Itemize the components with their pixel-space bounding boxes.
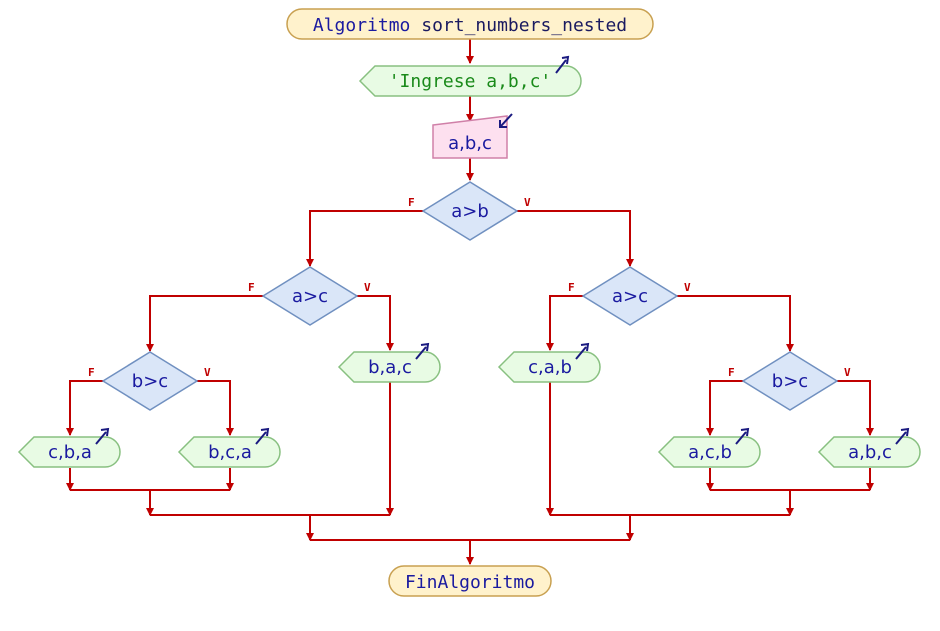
output-arrow-icon (555, 55, 570, 74)
decision-a-gt-c-right: a>c (581, 266, 679, 326)
edge-cond-bc-right-false (706, 380, 743, 436)
cond-ac-right-text: a>c (612, 286, 648, 307)
start-label: Algoritmo sort_numbers_nested (313, 15, 627, 36)
edge-cond-bc-right-true (837, 380, 874, 436)
cond-ac-left-true-label: V (364, 281, 371, 294)
edge-cond-ab-true (517, 210, 634, 267)
edge-cond-ac-right-true (677, 295, 794, 352)
edge-cond-ac-left-true (357, 295, 394, 351)
cond-ac-right-true-label: V (684, 281, 691, 294)
cond-bc-right-true-label: V (844, 366, 851, 379)
output-b-a-c: b,a,c (337, 342, 441, 383)
cond-bc-right-false-label: F (728, 366, 735, 379)
output-c-b-a: c,b,a (17, 427, 121, 468)
output-arrow-icon (255, 427, 270, 445)
output-arrow-icon (575, 342, 590, 360)
output-arrow-icon (735, 427, 750, 445)
decision-b-gt-c-right: b>c (741, 351, 839, 411)
output-a-c-b: a,c,b (657, 427, 761, 468)
output-b-c-a: b,c,a (177, 427, 281, 468)
output-c-a-b: c,a,b (497, 342, 601, 383)
decision-a-gt-b: a>b (421, 181, 519, 241)
cond-bc-right-text: b>c (772, 371, 808, 392)
edge-cond-bc-left-false (66, 380, 103, 436)
decision-b-gt-c-left: b>c (101, 351, 199, 411)
prompt-output-node: 'Ingrese a,b,c' (358, 55, 582, 97)
decision-a-gt-c-left: a>c (261, 266, 359, 326)
start-name: sort_numbers_nested (421, 15, 627, 36)
cond-ab-true-label: V (524, 196, 531, 209)
cond-bc-left-false-label: F (88, 366, 95, 379)
edge-cond-ac-left-false (146, 295, 263, 352)
read-text: a,b,c (448, 133, 492, 154)
out-acb-text: a,c,b (688, 442, 732, 463)
output-arrow-icon (895, 427, 910, 445)
out-cab-text: c,a,b (528, 357, 572, 378)
start-node: Algoritmo sort_numbers_nested (286, 8, 654, 40)
out-cba-text: c,b,a (48, 442, 92, 463)
out-bac-text: b,a,c (368, 357, 412, 378)
out-bca-text: b,c,a (208, 442, 252, 463)
read-input-node: a,b,c (432, 113, 513, 159)
cond-ab-text: a>b (451, 201, 489, 222)
edge-cond-ac-right-false (546, 295, 583, 351)
cond-bc-left-true-label: V (204, 366, 211, 379)
end-label: FinAlgoritmo (405, 572, 535, 593)
cond-ab-false-label: F (408, 196, 415, 209)
branch-labels: F V F V F V F V F V (88, 196, 851, 379)
cond-bc-left-text: b>c (132, 371, 168, 392)
out-abc-text: a,b,c (848, 442, 892, 463)
end-node: FinAlgoritmo (388, 565, 552, 597)
prompt-text: 'Ingrese a,b,c' (389, 71, 552, 92)
edge-cond-bc-left-true (197, 380, 234, 436)
input-arrow-icon (499, 113, 513, 128)
output-arrow-icon (95, 427, 110, 445)
edges (66, 39, 874, 565)
cond-ac-left-text: a>c (292, 286, 328, 307)
cond-ac-left-false-label: F (248, 281, 255, 294)
output-arrow-icon (415, 342, 430, 360)
output-a-b-c: a,b,c (817, 427, 921, 468)
start-keyword: Algoritmo (313, 15, 411, 36)
edge-cond-ab-false (306, 210, 423, 267)
cond-ac-right-false-label: F (568, 281, 575, 294)
